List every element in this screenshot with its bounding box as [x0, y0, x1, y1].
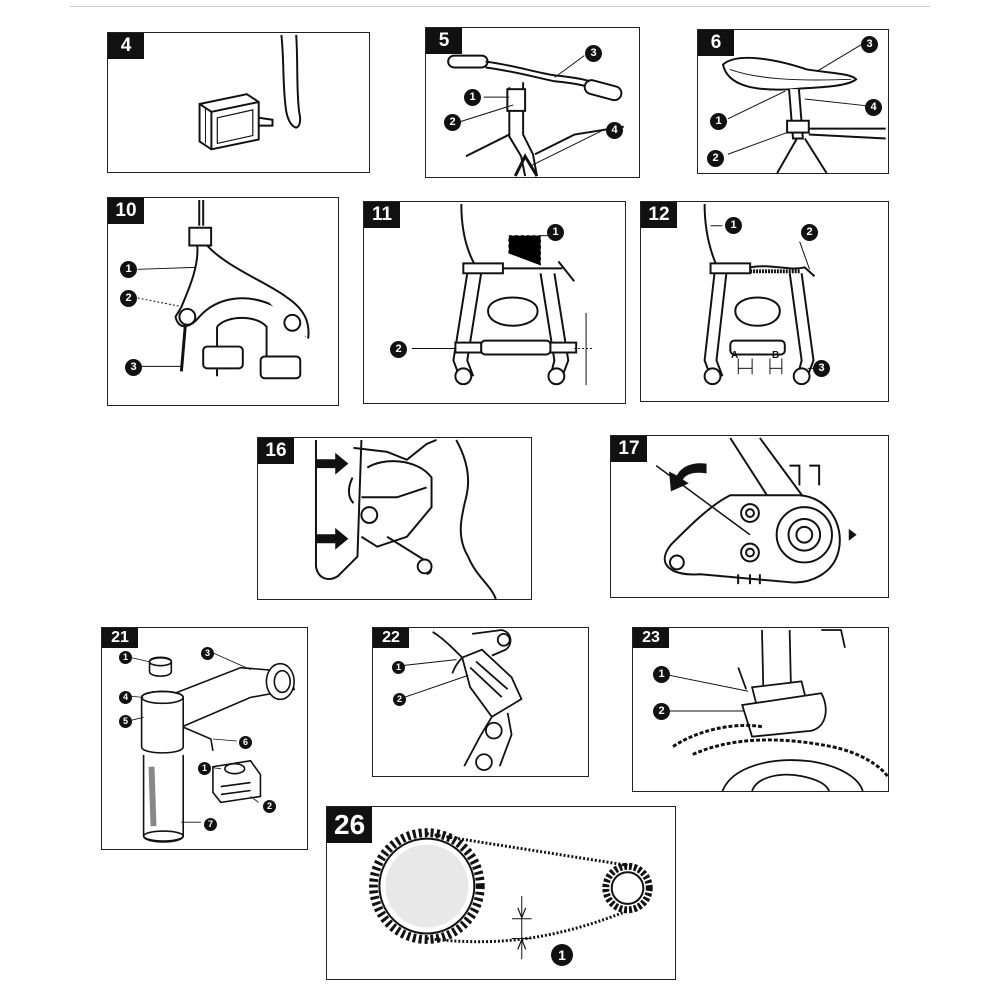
panel-10-caliper-brake: 10 1 2 3 [107, 197, 339, 406]
callout-2: 2 [263, 800, 276, 813]
callout-1: 1 [119, 651, 132, 664]
top-scan-line [70, 6, 930, 7]
callout-1-lower: 1 [198, 762, 211, 775]
handlebar-illustration [447, 54, 624, 177]
panel-12-v-brake-adjust: 12 1 2 3 A B [640, 201, 889, 402]
v-brake-illustration [411, 203, 595, 386]
rear-derailleur-illustration [402, 629, 523, 771]
saddle-illustration [721, 44, 886, 173]
panel-number: 4 [108, 33, 144, 59]
panel-number: 17 [611, 436, 647, 462]
panel-26-chain-tension: 26 1 [326, 806, 676, 980]
panel-5-handlebar: 5 1 2 3 4 [425, 27, 640, 178]
panel-number: 26 [327, 807, 373, 843]
panel-23-front-derailleur: 23 1 2 [632, 627, 889, 792]
callout-2: 2 [120, 290, 137, 307]
callout-3: 3 [125, 359, 142, 376]
panel-22-rear-derailleur: 22 1 2 [372, 627, 589, 777]
panel-number: 10 [108, 198, 144, 224]
callout-1: 1 [710, 113, 727, 130]
panel-21-stem-headset: 21 1 3 4 5 [101, 627, 308, 850]
callout-2: 2 [707, 150, 724, 167]
panel-number: 12 [641, 202, 677, 228]
callout-2: 2 [444, 114, 461, 131]
callout-1: 1 [551, 944, 573, 966]
callout-1: 1 [547, 224, 564, 241]
pedal-crank-illustration [198, 34, 302, 151]
callout-2: 2 [393, 693, 406, 706]
callout-1: 1 [120, 261, 137, 278]
stem-headset-illustration [131, 652, 296, 843]
panel-17-dropout: 17 [610, 435, 889, 598]
panel-4-pedal: 4 [107, 32, 370, 173]
panel-16-suspension-pivot: 16 [257, 437, 532, 600]
panel-number: 11 [364, 202, 400, 228]
callout-3: 3 [201, 647, 214, 660]
caliper-brake-illustration [137, 199, 310, 380]
callout-3: 3 [861, 36, 878, 53]
suspension-pivot-illustration [314, 439, 497, 599]
callout-4: 4 [119, 691, 132, 704]
callout-7: 7 [204, 818, 217, 831]
callout-1: 1 [653, 666, 670, 683]
panel-number: 16 [258, 438, 294, 464]
callout-2: 2 [801, 224, 818, 241]
panel-number: 5 [426, 28, 462, 54]
v-brake-adjust-illustration [703, 203, 818, 386]
panel-number: 21 [102, 628, 138, 648]
callout-3: 3 [813, 360, 830, 377]
callout-5: 5 [119, 715, 132, 728]
callout-2: 2 [653, 703, 670, 720]
callout-1: 1 [725, 217, 742, 234]
callout-3: 3 [585, 45, 602, 62]
callout-1: 1 [464, 89, 481, 106]
callout-4: 4 [606, 122, 623, 139]
panel-6-saddle: 6 1 2 3 4 [697, 29, 889, 174]
callout-2: 2 [390, 341, 407, 358]
callout-1: 1 [392, 661, 405, 674]
front-derailleur-illustration [665, 629, 888, 791]
callout-4: 4 [865, 99, 882, 116]
panel-number: 23 [633, 628, 669, 648]
dropout-illustration [655, 437, 857, 585]
chain-tension-illustration [369, 828, 653, 960]
dimension-a-label: A [731, 350, 739, 361]
panel-number: 22 [373, 628, 409, 648]
dimension-b-label: B [772, 350, 780, 361]
callout-6: 6 [239, 736, 252, 749]
panel-number: 6 [698, 30, 734, 56]
panel-11-v-brake: 11 1 2 [363, 201, 626, 404]
